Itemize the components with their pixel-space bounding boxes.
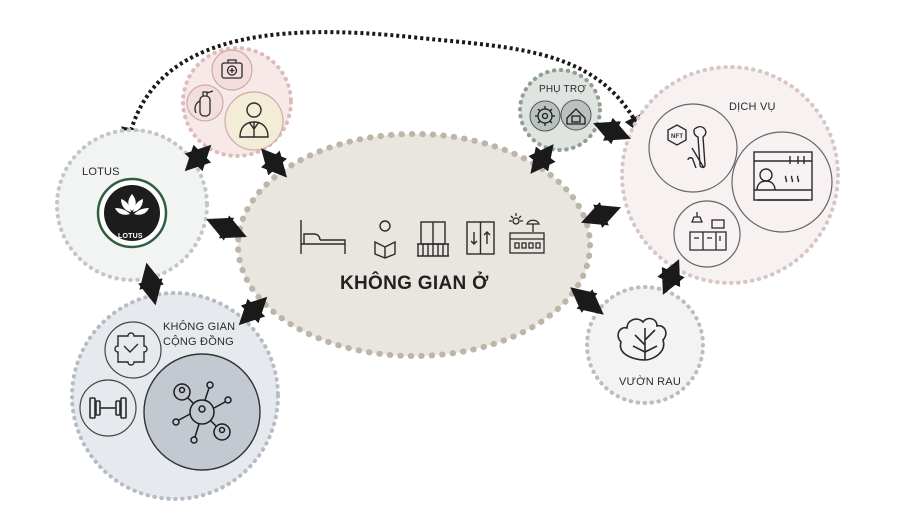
food-stall-icon (753, 151, 813, 201)
community-label-line1: KHÔNG GIAN (163, 321, 236, 333)
kitchen-circle (673, 200, 741, 268)
dumbbell-icon (89, 397, 127, 419)
reading-person-icon (374, 220, 396, 259)
arrow-lotus-center (206, 215, 247, 241)
lotus-badge-text: LOTUS (118, 233, 143, 240)
arrow-community-center (238, 296, 268, 326)
lotus-label: LOTUS (82, 166, 120, 178)
gear-icon (535, 106, 555, 126)
arrow-services-garden (657, 259, 685, 295)
services-node (620, 65, 840, 285)
guard-circle (224, 91, 284, 151)
people-network-icon (172, 381, 232, 444)
storage-house-icon (566, 108, 586, 125)
support-node (518, 68, 602, 152)
settings-circle (529, 100, 561, 132)
security-guard-icon (239, 102, 269, 138)
community-node (70, 291, 280, 501)
puzzle-icon (114, 332, 148, 366)
arrow-safety-lotus (184, 144, 212, 172)
arrow-center-garden (570, 287, 604, 315)
connector-arrows (138, 117, 685, 326)
support-label: PHỤ TRỢ (539, 84, 587, 95)
living-space-node (235, 131, 593, 359)
community-label-line2: CỘNG ĐỒNG (163, 336, 234, 348)
nft-text: NFT (671, 134, 684, 140)
balcony-icon (417, 221, 449, 257)
garden-label: VƯỜN RAU (619, 376, 681, 388)
top-link-arrow (121, 30, 643, 148)
puzzle-circle (104, 321, 162, 379)
rooftop-pool-icon (509, 213, 545, 254)
first-aid-icon (221, 59, 243, 79)
safety-node (181, 46, 293, 158)
garden-node (585, 285, 705, 405)
lotus-node (55, 128, 209, 282)
arrow-support-services (593, 117, 631, 145)
nft-repair-icon (667, 124, 707, 169)
bed-icon (300, 220, 346, 254)
elevator-icon (466, 221, 495, 255)
nft-circle (648, 103, 738, 193)
arrow-center-support (528, 144, 556, 174)
arrow-safety-center (261, 148, 287, 178)
lotus-flower-icon (115, 194, 149, 215)
services-label: DỊCH VỤ (729, 101, 776, 113)
arrow-center-services (580, 202, 622, 228)
food-circle (731, 131, 833, 233)
fire-extinguisher-icon (194, 90, 214, 117)
living-space-title: KHÔNG GIAN Ở (340, 273, 489, 294)
storage-circle (560, 99, 592, 131)
lettuce-icon (617, 317, 667, 361)
kitchen-icon (689, 212, 727, 251)
